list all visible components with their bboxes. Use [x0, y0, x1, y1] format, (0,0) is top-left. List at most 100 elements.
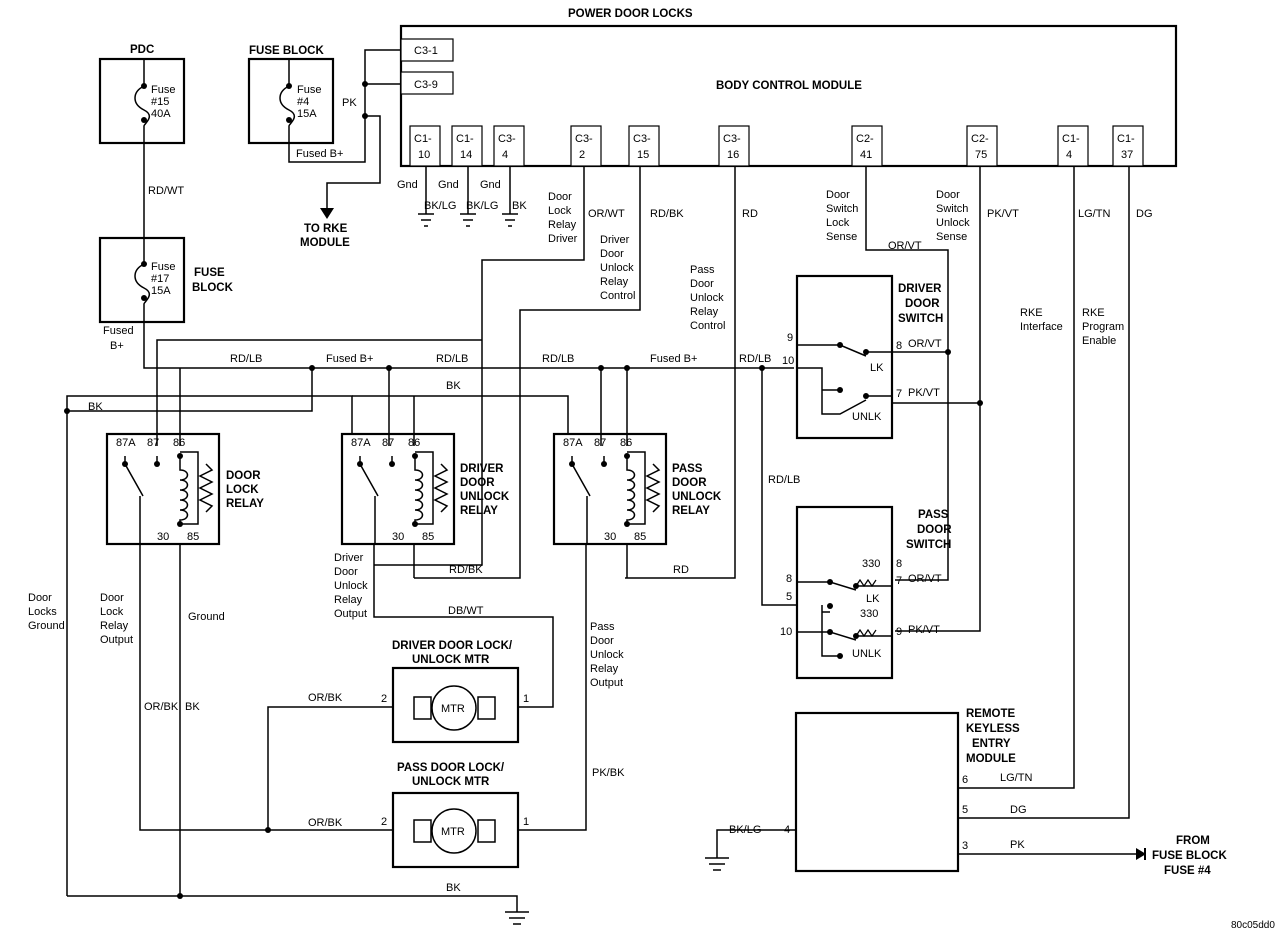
wire-rd-bk-bottom: RD/BK [449, 564, 483, 576]
fused-b-line2: B+ [110, 340, 124, 352]
driver-switch-unlk: UNLK [852, 411, 882, 423]
bcm-pin-box [718, 125, 750, 167]
wire-fused-b-top: Fused B+ [296, 148, 343, 160]
bcm-pin-box [451, 125, 483, 167]
ground-bottom [67, 895, 529, 925]
fuse-block-top-label: FUSE BLOCK [249, 45, 324, 57]
relay-pin-label: 87 [382, 437, 394, 449]
bcm-pin-box [493, 125, 525, 167]
pass-switch-pin8-right: 8 [896, 558, 902, 570]
relay-contact-dot [122, 461, 128, 467]
wire-or-vt-top: OR/VT [888, 240, 922, 252]
bcm-pin-c3-1: C3-1 [414, 45, 438, 57]
gnd-label-3: Gnd [480, 179, 501, 191]
driver-motor-label-1: DRIVER DOOR LOCK/ [392, 640, 513, 652]
wire-or-vt-driver: OR/VT [908, 338, 942, 350]
relay-internal-wiring [359, 451, 449, 544]
bcm-pin-box [409, 125, 441, 167]
relay-contact-dot [389, 461, 395, 467]
arrow-to-rke [320, 208, 334, 219]
rke-label-1: REMOTE [966, 708, 1016, 720]
relay-pin-label: 86 [173, 437, 185, 449]
pass-motor-mtr: MTR [441, 826, 465, 838]
driver-motor-label-2: UNLOCK MTR [412, 654, 490, 666]
pdc-label: PDC [130, 44, 154, 56]
wire-or-bk-driver-label: OR/BK [308, 692, 343, 704]
relay-contact-dot [177, 453, 183, 459]
ground-rke [705, 829, 796, 871]
wire-pk-top: PK [342, 97, 357, 109]
note-ground: Ground [188, 611, 225, 623]
bus-label-rd-lb-4: RD/LB [739, 353, 771, 365]
wire-relay2-30 [373, 544, 554, 708]
wire-bk-left: BK [88, 401, 103, 413]
wire-dg-rke: DG [1010, 804, 1027, 816]
gnd-label-1: Gnd [397, 179, 418, 191]
wire-rd-bk-top: RD/BK [650, 208, 684, 220]
arrow-from-fuse [1136, 848, 1146, 860]
bcm-pin-label: C3- [575, 133, 593, 145]
rke-arrow-line1: TO RKE [304, 223, 348, 235]
wire-pk-vt-driver: PK/VT [908, 387, 940, 399]
bcm-pin-box [966, 125, 998, 167]
wire-relay3-30 [517, 544, 587, 831]
pass-switch-pin10: 10 [780, 626, 792, 638]
pass-switch-pin7: 7 [896, 575, 902, 587]
bcm-pin-number: 4 [502, 149, 508, 161]
wire-db-wt: DB/WT [448, 605, 484, 617]
bcm-pin-box [851, 125, 883, 167]
bcm-pin-box [570, 125, 602, 167]
rke-label-2: KEYLESS [966, 723, 1020, 735]
bcm-pin-label: C3- [633, 133, 651, 145]
rke-label-4: MODULE [966, 753, 1016, 765]
driver-motor-mtr: MTR [441, 703, 465, 715]
relay-internal-wiring [571, 451, 661, 544]
relay-pin-label: 30 [157, 531, 169, 543]
wire-or-vt-pass: OR/VT [908, 573, 942, 585]
bcm-pin-label: C2- [971, 133, 989, 145]
wire-bk-ground [66, 368, 353, 896]
bus-label-fused-b-1: Fused B+ [326, 353, 373, 365]
gnd-label-2: Gnd [438, 179, 459, 191]
driver-switch-label-3: SWITCH [898, 313, 943, 325]
fused-b-line1: Fused [103, 325, 134, 337]
driver-switch-pin9: 9 [787, 332, 793, 344]
pass-switch-unlk: UNLK [852, 648, 882, 660]
wire-pk-bk: PK/BK [592, 767, 625, 779]
bcm-pin-box [628, 125, 660, 167]
wire-or-bk-driver [267, 706, 393, 830]
bcm-pin-box [1057, 125, 1089, 167]
rke-pin6: 6 [962, 774, 968, 786]
bcm-pin-label: C1- [414, 133, 432, 145]
bus-label-fused-b-2: Fused B+ [650, 353, 697, 365]
bcm-pin-number: 37 [1121, 149, 1133, 161]
from-fuse-1: FROM [1176, 835, 1210, 847]
relay-pin-label: 85 [422, 531, 434, 543]
wire-rd-wt: RD/WT [148, 185, 184, 197]
relay-pin-label: 87A [351, 437, 371, 449]
relay-contact-dot [601, 461, 607, 467]
wire-relay1-30 [139, 544, 517, 831]
wire-relay1-87 [156, 339, 482, 446]
relay-pin-label: 87 [594, 437, 606, 449]
wire-or-bk-pass-label: OR/BK [308, 817, 343, 829]
wire-pk-rke-label: PK [1010, 839, 1025, 851]
pass-switch-label-2: DOOR [917, 524, 952, 536]
diagram-title: POWER DOOR LOCKS [568, 8, 693, 20]
wire-dg-top: DG [1136, 208, 1153, 220]
wire-lg-tn-rke: LG/TN [1000, 772, 1032, 784]
bcm-pin-number: 14 [460, 149, 472, 161]
wire-pk-vt-pass: PK/VT [908, 624, 940, 636]
pass-switch-pin5: 5 [786, 591, 792, 603]
wire-bk-lg-1: BK/LG [424, 200, 456, 212]
